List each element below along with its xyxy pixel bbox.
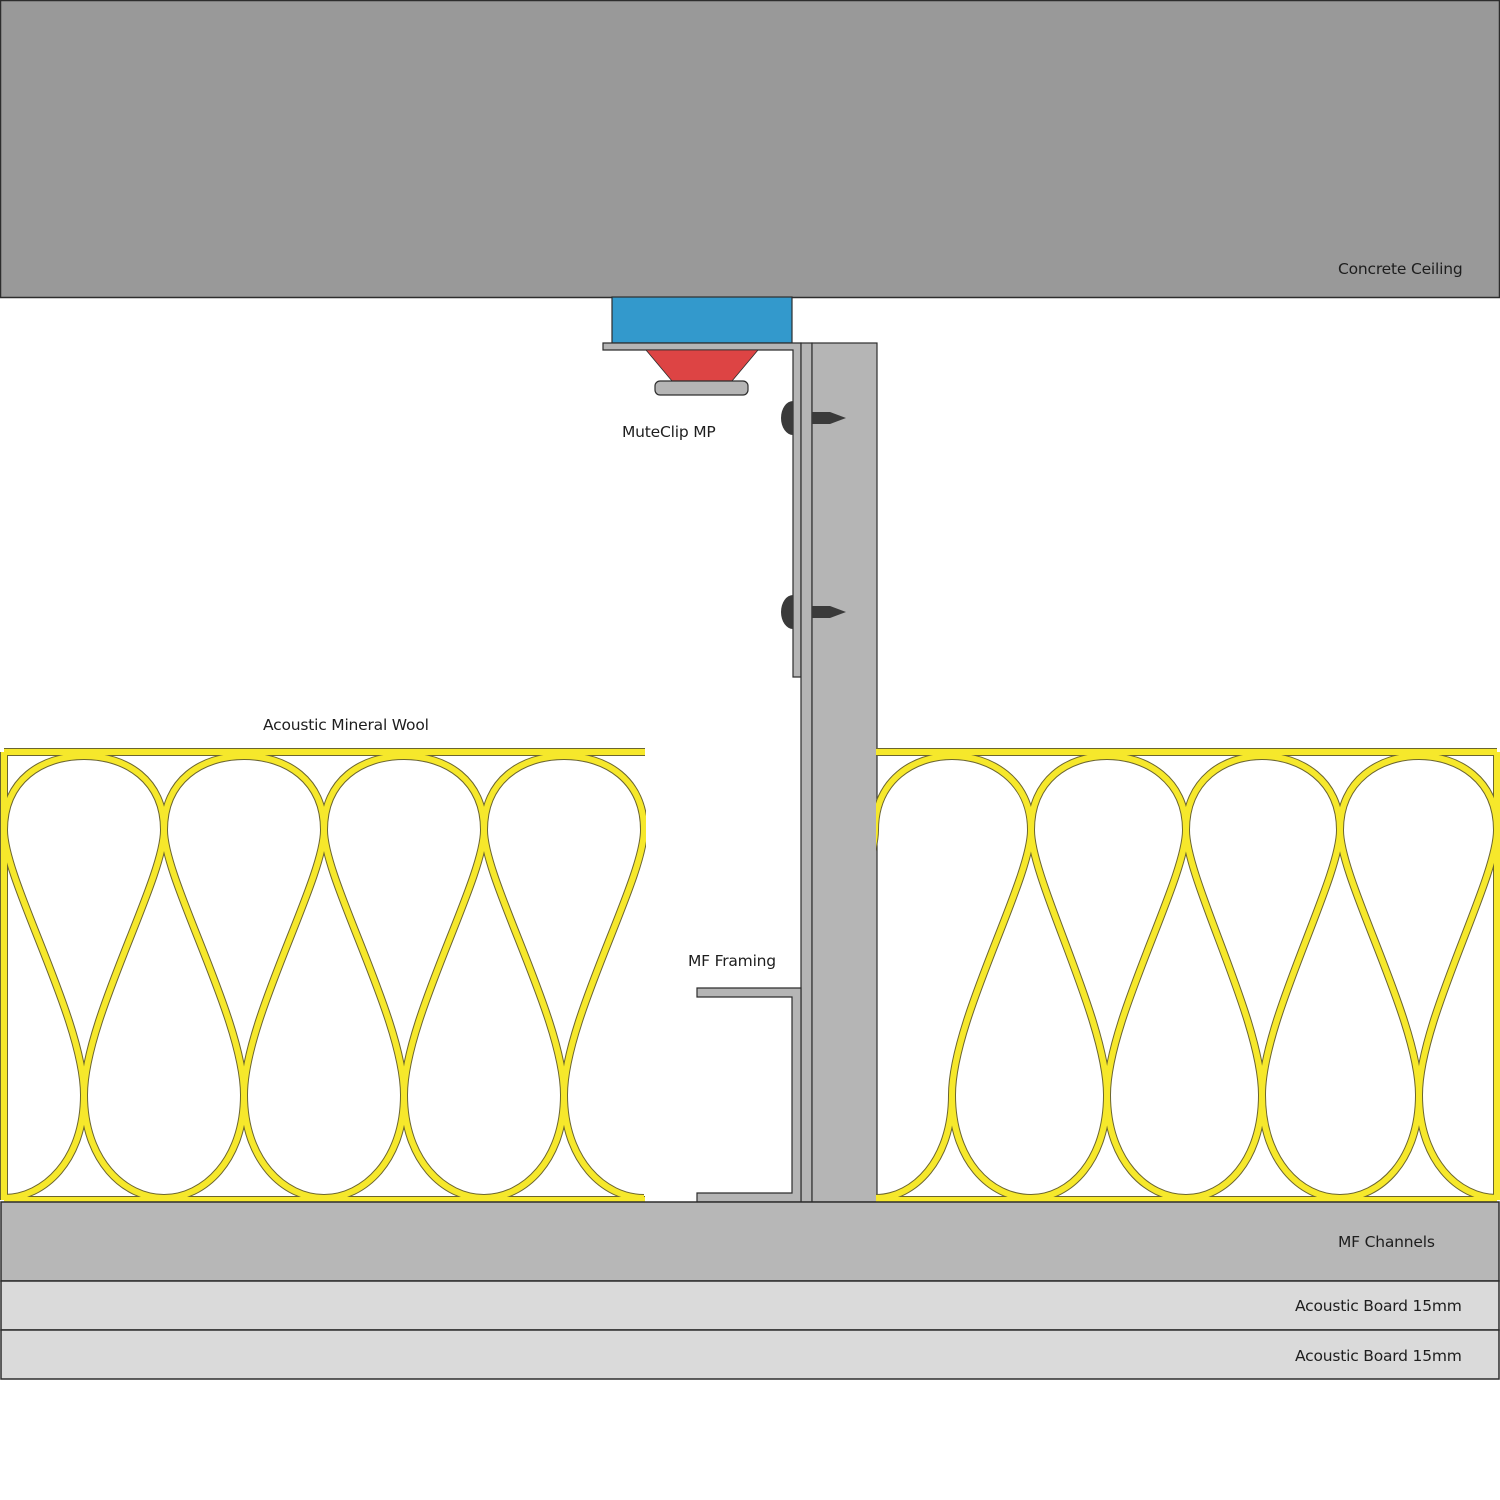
mineral-wool-left <box>0 748 646 1204</box>
muteclip-washer <box>654 380 749 396</box>
concrete-ceiling <box>0 0 1500 299</box>
mineral-wool-right <box>876 748 1500 1204</box>
label-mf-channels: MF Channels <box>1338 1233 1435 1251</box>
label-concrete-ceiling: Concrete Ceiling <box>1338 260 1463 278</box>
screw-upper <box>781 401 846 435</box>
mf-channels <box>0 1201 1500 1282</box>
mf-framing-channel <box>696 987 802 1203</box>
acoustic-board-1 <box>0 1280 1500 1331</box>
label-mineral-wool: Acoustic Mineral Wool <box>263 716 429 734</box>
label-acoustic-board-2: Acoustic Board 15mm <box>1295 1347 1462 1365</box>
label-acoustic-board-1: Acoustic Board 15mm <box>1295 1297 1462 1315</box>
stud-inner-strip <box>800 342 813 1203</box>
label-muteclip: MuteClip MP <box>622 423 716 441</box>
screw-lower <box>781 595 846 629</box>
muteclip-pad <box>611 296 793 344</box>
muteclip-rubber <box>645 349 759 382</box>
mf-stud <box>811 342 878 1203</box>
muteclip <box>602 296 802 678</box>
label-mf-framing: MF Framing <box>688 952 776 970</box>
acoustic-board-2 <box>0 1329 1500 1380</box>
